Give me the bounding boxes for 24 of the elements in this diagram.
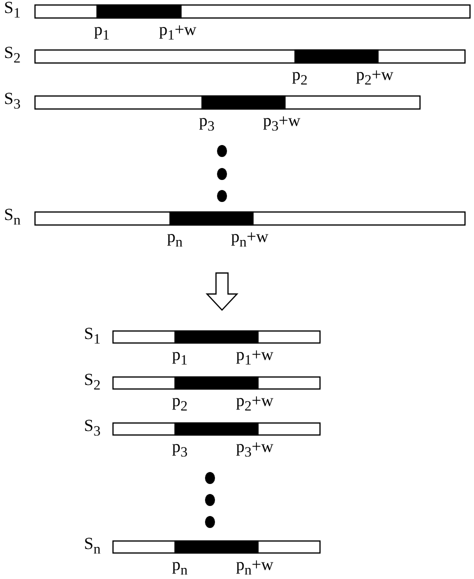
position-label: p$_{1}$+w — [236, 346, 274, 370]
position-label: p$_{n}$+w — [231, 228, 268, 252]
position-label: p$_{1}$ — [172, 346, 188, 370]
position-label: p$_{1}$ — [94, 21, 110, 44]
sequence-label: S$_{2}$ — [4, 44, 21, 68]
sequence-label: S$_{n}$ — [4, 206, 21, 230]
sequence-label: S$_{3}$ — [4, 90, 21, 114]
position-label: p$_{2}$ — [172, 392, 188, 416]
position-label: p$_{n}$ — [172, 556, 188, 579]
sequence-label: S$_{2}$ — [84, 371, 101, 394]
sequence-label: S$_{n}$ — [84, 535, 101, 558]
position-label: p$_{1}$+w — [159, 21, 196, 44]
position-label: p$_{n}$+w — [236, 556, 274, 579]
position-label: p$_{n}$ — [167, 228, 183, 252]
sequence-label: S$_{3}$ — [84, 417, 101, 440]
position-label: p$_{2}$ — [292, 66, 308, 90]
position-label: p$_{2}$+w — [356, 66, 394, 90]
position-label: p$_{3}$ — [172, 438, 188, 462]
sequence-label: S$_{1}$ — [4, 0, 21, 22]
position-label: p$_{3}$+w — [236, 438, 274, 462]
position-label: p$_{3}$ — [199, 112, 215, 136]
position-label: p$_{3}$+w — [263, 112, 300, 136]
position-label: p$_{2}$+w — [236, 392, 274, 416]
sequence-label: S$_{1}$ — [84, 325, 101, 348]
